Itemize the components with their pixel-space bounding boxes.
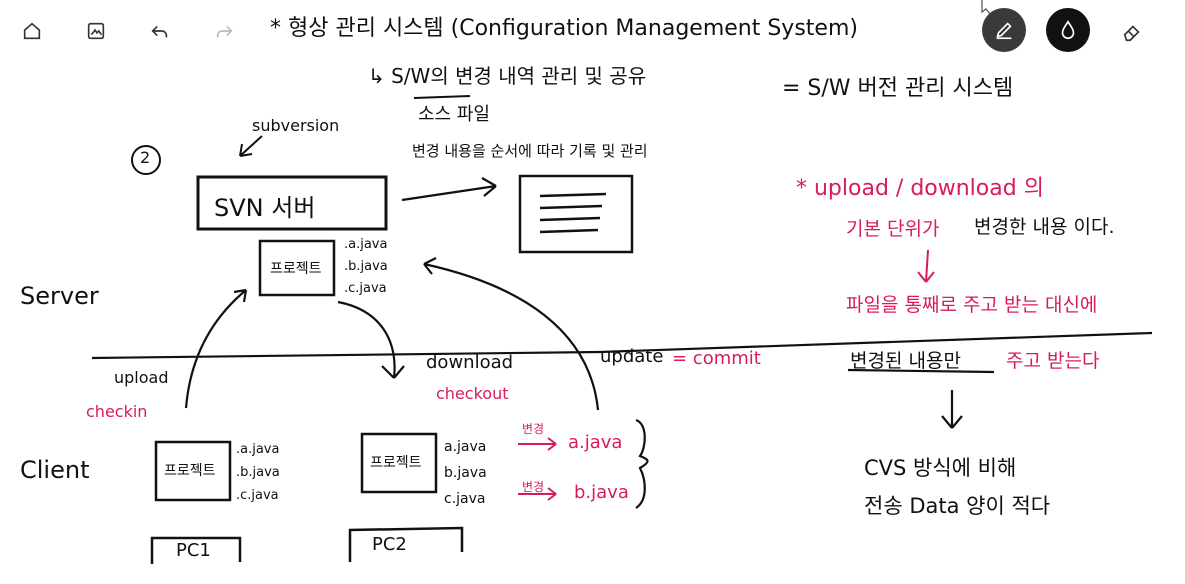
server-label: Server bbox=[20, 282, 99, 310]
right-divider bbox=[599, 331, 1153, 354]
client2-file-a: a.java bbox=[444, 439, 487, 455]
client1-repo-box bbox=[154, 440, 232, 502]
home-button[interactable] bbox=[12, 12, 52, 50]
image-icon bbox=[87, 22, 105, 40]
client2-file-c: c.java bbox=[444, 491, 486, 507]
subversion-arrow bbox=[239, 135, 263, 157]
right-line3: 파일을 통째로 주고 받는 대신에 bbox=[846, 294, 1098, 316]
history-label: 변경 내용을 순서에 따라 기록 및 관리 bbox=[412, 142, 648, 160]
server-client-divider bbox=[91, 350, 601, 360]
change-tag-b: 변경 bbox=[522, 480, 545, 494]
server-file-b: .b.java bbox=[344, 259, 388, 274]
changed-a: a.java bbox=[568, 432, 623, 453]
subtitle-under: 소스 파일 bbox=[418, 104, 490, 125]
right-line4-black: 변경된 내용만 bbox=[850, 350, 961, 372]
client2-repo-box bbox=[360, 432, 438, 494]
download-label: download bbox=[426, 352, 514, 373]
right-line2-black: 변경한 내용 이다. bbox=[974, 216, 1115, 238]
pc1-box bbox=[150, 536, 242, 564]
pen-tool[interactable] bbox=[982, 8, 1026, 52]
pen-button[interactable] bbox=[982, 8, 1026, 52]
highlighter-tool[interactable] bbox=[1046, 8, 1090, 52]
pc1-label: PC1 bbox=[176, 540, 211, 561]
change-tag-a: 변경 bbox=[522, 422, 545, 436]
download-arrow bbox=[337, 300, 405, 379]
home-icon bbox=[23, 22, 41, 40]
image-button[interactable] bbox=[76, 12, 116, 50]
pc2-box bbox=[348, 526, 464, 562]
redo-button[interactable] bbox=[204, 12, 244, 50]
client1-file-a: .a.java bbox=[236, 442, 280, 457]
history-doc-lines bbox=[539, 192, 607, 234]
eraser-button[interactable] bbox=[1110, 10, 1154, 54]
server-repo-box bbox=[258, 239, 336, 297]
update-arrow bbox=[423, 257, 600, 411]
cvs-line2: 전송 Data 양이 적다 bbox=[864, 494, 1051, 518]
undo-icon bbox=[151, 25, 168, 38]
toolbar-left bbox=[12, 12, 268, 50]
server-files: .a.java .b.java .c.java bbox=[344, 234, 388, 300]
right-line4-pink: 주고 받는다 bbox=[1006, 350, 1100, 372]
upload-arrow bbox=[184, 288, 248, 409]
checkout-label: checkout bbox=[436, 384, 509, 403]
highlighter-button[interactable] bbox=[1046, 8, 1090, 52]
pink-down-arrow bbox=[917, 249, 935, 283]
client1-file-c: .c.java bbox=[236, 488, 279, 503]
change-brace bbox=[635, 418, 649, 509]
change-arrow-a bbox=[518, 437, 557, 451]
circle-number bbox=[131, 145, 161, 175]
black-down-arrow bbox=[941, 390, 963, 429]
redo-icon bbox=[216, 25, 233, 38]
eraser-icon bbox=[1123, 25, 1140, 42]
server-repo-label: 프로젝트 bbox=[270, 261, 322, 277]
client1-files: .a.java .b.java .c.java bbox=[236, 438, 280, 507]
pc2-label: PC2 bbox=[372, 534, 407, 555]
client2-files: a.java b.java c.java bbox=[444, 434, 487, 512]
undo-button[interactable] bbox=[140, 12, 180, 50]
update-label: update bbox=[600, 346, 664, 367]
client-label: Client bbox=[20, 456, 90, 484]
client2-repo-label: 프로젝트 bbox=[370, 455, 422, 471]
subtitle-main: ↳ S/W의 변경 내역 관리 및 공유 bbox=[368, 64, 647, 88]
circle-num-text: 2 bbox=[140, 148, 151, 167]
history-doc-box bbox=[518, 174, 634, 254]
sw-underline bbox=[413, 95, 471, 99]
page-title: * 형상 관리 시스템 (Configuration Management Sy… bbox=[270, 16, 858, 41]
mouse-cursor-icon bbox=[981, 0, 991, 15]
pen-icon bbox=[996, 22, 1012, 40]
right-star-note: * upload / download 의 bbox=[796, 176, 1044, 201]
server-file-c: .c.java bbox=[344, 281, 387, 296]
equals-note: = S/W 버전 관리 시스템 bbox=[782, 76, 1014, 101]
server-file-a: .a.java bbox=[344, 237, 388, 252]
checkin-label: checkin bbox=[86, 402, 148, 421]
highlighter-icon bbox=[1061, 20, 1075, 39]
svn-server-box bbox=[196, 175, 388, 231]
upload-label: upload bbox=[114, 368, 169, 387]
commit-label: = commit bbox=[672, 348, 761, 369]
client1-file-b: .b.java bbox=[236, 465, 280, 480]
history-arrow bbox=[401, 177, 497, 202]
changed-underline bbox=[847, 368, 995, 374]
subversion-label: subversion bbox=[252, 116, 340, 135]
svn-server-label: SVN 서버 bbox=[214, 194, 316, 222]
changed-b: b.java bbox=[574, 482, 629, 503]
change-arrow-b bbox=[518, 487, 557, 501]
right-line2-pink: 기본 단위가 bbox=[846, 218, 940, 240]
client1-repo-label: 프로젝트 bbox=[164, 463, 216, 479]
cvs-line1: CVS 방식에 비해 bbox=[864, 456, 1017, 480]
client2-file-b: b.java bbox=[444, 465, 487, 481]
eraser-tool[interactable] bbox=[1110, 10, 1154, 54]
